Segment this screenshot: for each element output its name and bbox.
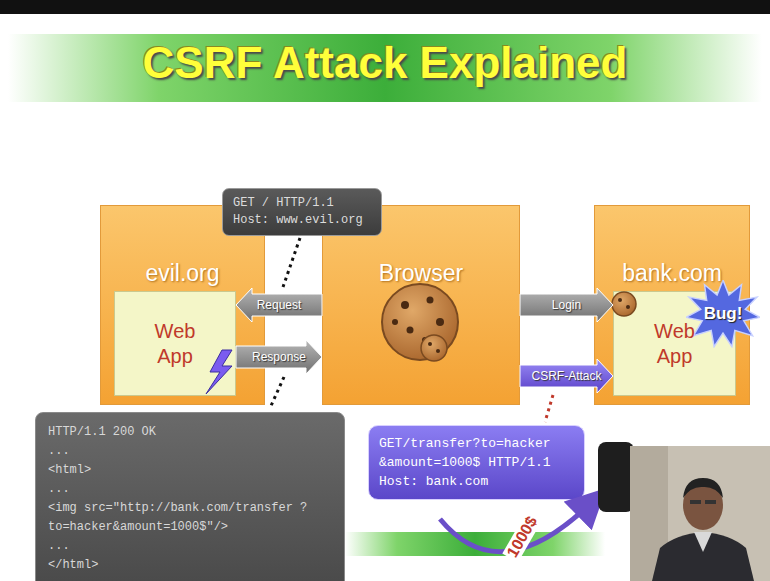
attack-callout: GET/transfer?to=hacker &amount=1000$ HTT… bbox=[368, 425, 585, 500]
http-line: ... bbox=[48, 537, 332, 556]
arrow-label: CSRF-Attack bbox=[520, 367, 613, 385]
block-arrow bbox=[236, 288, 322, 322]
block-arrow bbox=[520, 288, 613, 322]
http-line: GET / HTTP/1.1 bbox=[233, 195, 371, 212]
leader-line bbox=[270, 377, 284, 408]
cookie-big bbox=[382, 284, 458, 360]
http-line: <img src="http://bank.com/transfer ?to=h… bbox=[48, 499, 332, 537]
app-name: Web App bbox=[145, 319, 205, 369]
request-callout: GET / HTTP/1.1Host: www.evil.org bbox=[222, 188, 382, 236]
slide-title: CSRF Attack Explained bbox=[0, 38, 770, 88]
arrow-label: Request bbox=[236, 296, 322, 314]
site-name: bank.com bbox=[595, 260, 749, 287]
http-line: ... bbox=[48, 480, 332, 499]
browser-name: Browser bbox=[323, 260, 519, 287]
video-inset bbox=[630, 446, 770, 581]
leader-line bbox=[545, 395, 553, 422]
bug-starburst: Bug! bbox=[686, 280, 760, 348]
bug-text: Bug! bbox=[704, 304, 743, 324]
leader-line bbox=[283, 238, 300, 287]
cookie-small bbox=[421, 335, 447, 361]
dark-picture bbox=[598, 442, 634, 512]
http-line: Host: bank.com bbox=[379, 472, 574, 491]
arrow-label: Login bbox=[520, 296, 613, 314]
starburst-shape bbox=[686, 280, 760, 347]
top-bar bbox=[0, 0, 770, 14]
response-callout: HTTP/1.1 200 OK...<html>...<img src="htt… bbox=[35, 412, 345, 581]
http-line: GET/transfer?to=hacker &amount=1000$ HTT… bbox=[379, 434, 574, 472]
http-line: HTTP/1.1 200 OK bbox=[48, 423, 332, 442]
http-line: <html> bbox=[48, 461, 332, 480]
block-arrow bbox=[520, 359, 613, 393]
http-line: Host: www.evil.org bbox=[233, 212, 371, 229]
site-name: evil.org bbox=[101, 260, 264, 287]
cookie-bank bbox=[612, 292, 636, 316]
app-name: Web App bbox=[645, 319, 705, 369]
http-line: ... bbox=[48, 442, 332, 461]
http-line: </html> bbox=[48, 556, 332, 575]
arrow-label: Response bbox=[236, 348, 322, 366]
